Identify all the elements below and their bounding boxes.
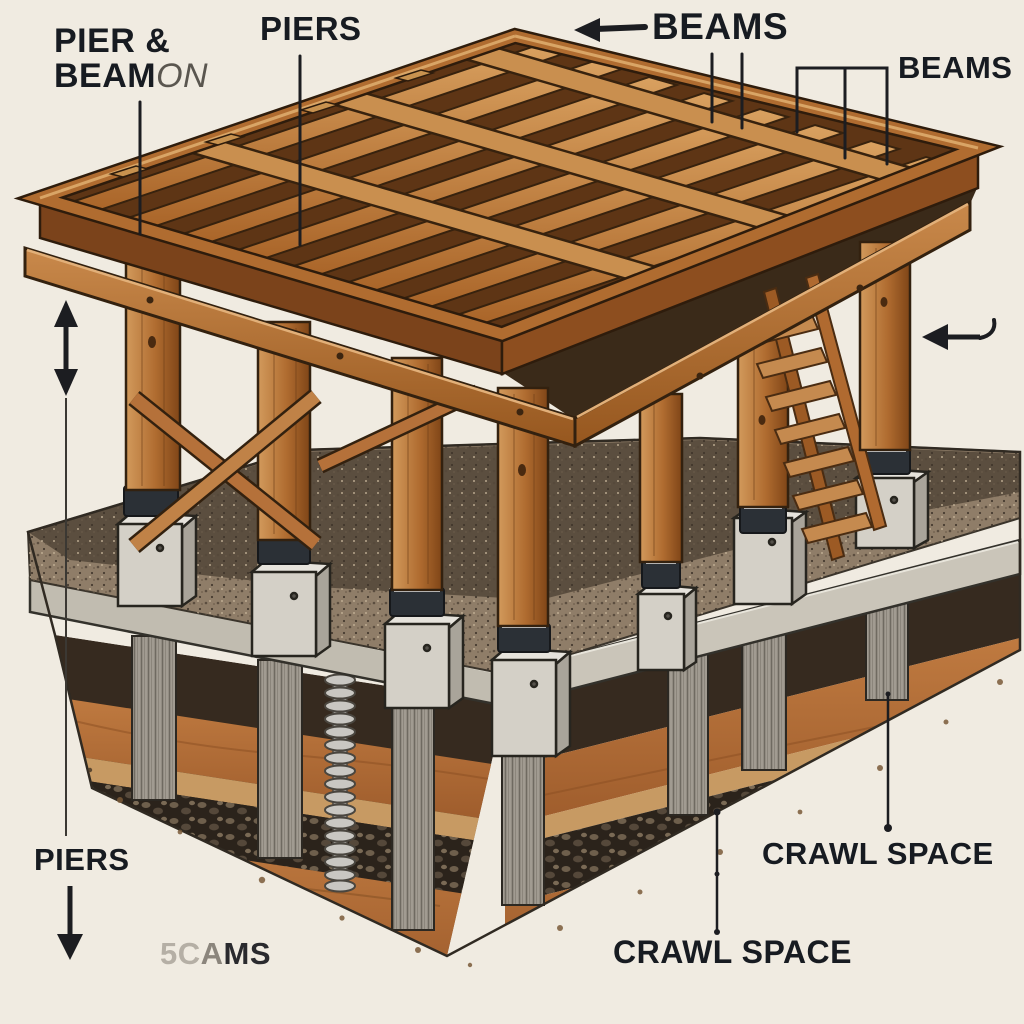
- height-double-arrow-icon: [54, 300, 78, 836]
- pier-beam-line1: PIER &: [54, 22, 171, 60]
- watermark-mid: A: [200, 936, 224, 971]
- beams-left-arrow-icon: [574, 18, 648, 42]
- pier-beam-line2-faded: ON: [156, 57, 209, 96]
- soil-crumbs: [87, 679, 1003, 968]
- pier-block: [381, 610, 467, 711]
- label-beams-right: BEAMS: [898, 50, 1013, 85]
- pier-beam-line2: BEAMON: [54, 59, 208, 94]
- leader-beams-right-bracket: [795, 66, 889, 166]
- floor-framing: [13, 27, 1005, 376]
- watermark-dark: MS: [223, 936, 272, 971]
- arrows: [54, 18, 997, 960]
- piers-down-arrow-icon: [57, 886, 83, 960]
- label-pier-beam: PIER & BEAMON: [54, 22, 208, 95]
- pier-block: [488, 646, 574, 759]
- pier-beam-line2-main: BEAM: [54, 57, 157, 96]
- pier-block: [248, 558, 334, 659]
- pier-block: [634, 582, 700, 673]
- screw-pile: [324, 673, 356, 893]
- rail-beams: [23, 199, 972, 449]
- pier-posts: [124, 254, 790, 628]
- label-watermark: 5CAMS: [160, 936, 272, 971]
- watermark-faint: 5C: [160, 936, 201, 971]
- width-arrow-icon: [922, 318, 997, 350]
- leader-lines: [138, 52, 892, 935]
- deck-beams: [177, 44, 958, 286]
- label-piers-top: PIERS: [260, 10, 362, 47]
- label-beams-top: BEAMS: [652, 6, 789, 47]
- staircase: [746, 272, 888, 562]
- label-crawl-space-bottom: CRAWL SPACE: [613, 934, 852, 970]
- label-piers-left: PIERS: [34, 842, 130, 877]
- label-crawl-space-right: CRAWL SPACE: [762, 836, 994, 871]
